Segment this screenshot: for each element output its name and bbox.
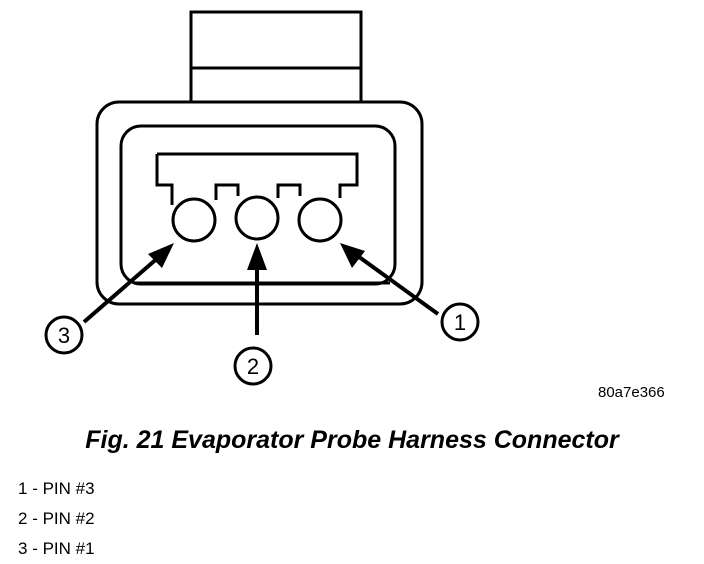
legend-item-separator: -	[27, 539, 43, 558]
legend-item-separator: -	[27, 479, 43, 498]
connector-lock-tab	[189, 10, 363, 104]
legend-item: 3 - PIN #1	[18, 534, 95, 564]
connector-diagram: 3 2 1	[44, 10, 480, 386]
callout-2-number: 2	[247, 354, 259, 379]
callout-2: 2	[233, 346, 273, 386]
leader-line-1	[353, 252, 440, 316]
legend-item: 2 - PIN #2	[18, 504, 95, 534]
legend-item-separator: -	[27, 509, 43, 528]
pin-terminal-right	[297, 197, 343, 243]
legend-item-number: 3	[18, 539, 28, 558]
arrowhead-3	[148, 243, 174, 268]
callout-1-number: 1	[454, 310, 466, 335]
legend-item-number: 1	[18, 479, 28, 498]
legend-item: 1 - PIN #3	[18, 474, 95, 504]
legend-item-text: PIN #2	[42, 509, 95, 528]
legend-item-text: PIN #1	[42, 539, 95, 558]
legend: 1 - PIN #3 2 - PIN #2 3 - PIN #1	[18, 474, 95, 564]
leader-line-3	[82, 254, 162, 324]
figure-caption: Fig. 21 Evaporator Probe Harness Connect…	[85, 426, 619, 454]
legend-item-text: PIN #3	[42, 479, 95, 498]
legend-item-number: 2	[18, 509, 28, 528]
arrowhead-2	[247, 243, 267, 270]
callout-3: 3	[44, 315, 84, 355]
figure-id: 80a7e366	[598, 384, 665, 401]
pin-terminal-middle	[234, 195, 280, 241]
callout-1: 1	[440, 302, 480, 342]
callout-3-number: 3	[58, 323, 70, 348]
arrowhead-1	[340, 243, 365, 268]
connector-keyway	[155, 152, 359, 205]
pin-terminal-left	[171, 197, 217, 243]
